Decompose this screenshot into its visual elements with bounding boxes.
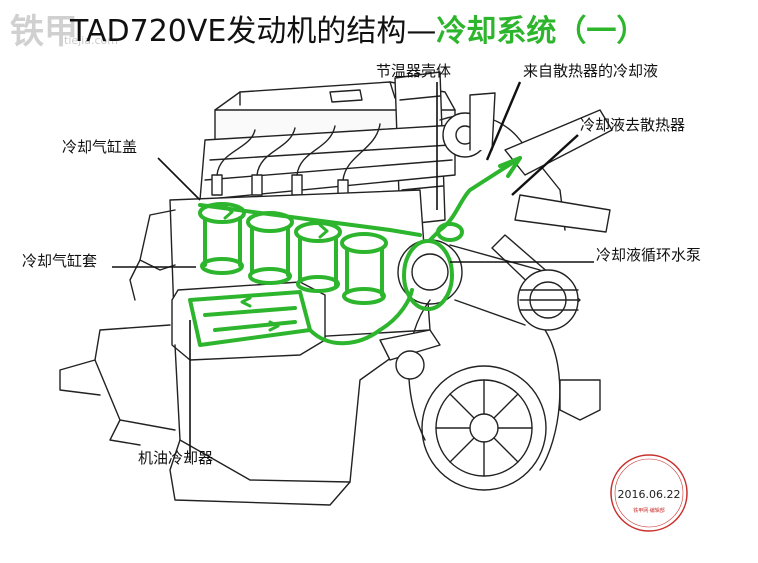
label-cylinder-head-cooling: 冷却气缸盖 xyxy=(62,138,137,156)
stamp-caption: 铁甲网·编辑部 xyxy=(633,507,665,514)
coolant-flow-paths xyxy=(188,156,522,347)
label-thermostat-housing: 节温器壳体 xyxy=(376,62,451,80)
label-coolant-to-radiator: 冷却液去散热器 xyxy=(580,116,685,134)
date-stamp: 2016.06.22 铁甲网·编辑部 xyxy=(610,454,688,532)
label-cylinder-liner-cooling: 冷却气缸套 xyxy=(22,252,97,270)
page-title: TAD720VE发动机的结构—冷却系统（一） xyxy=(70,6,646,50)
title-engine-structure: TAD720VE发动机的结构 xyxy=(70,14,407,49)
label-oil-cooler: 机油冷却器 xyxy=(138,449,213,467)
leader-lines xyxy=(112,81,594,460)
title-cooling-system: 冷却系统（一） xyxy=(436,14,647,49)
stamp-date-text: 2016.06.22 xyxy=(618,488,681,501)
title-dash: — xyxy=(406,14,437,49)
label-coolant-water-pump: 冷却液循环水泵 xyxy=(596,246,701,264)
label-coolant-from-radiator: 来自散热器的冷却液 xyxy=(523,62,658,80)
